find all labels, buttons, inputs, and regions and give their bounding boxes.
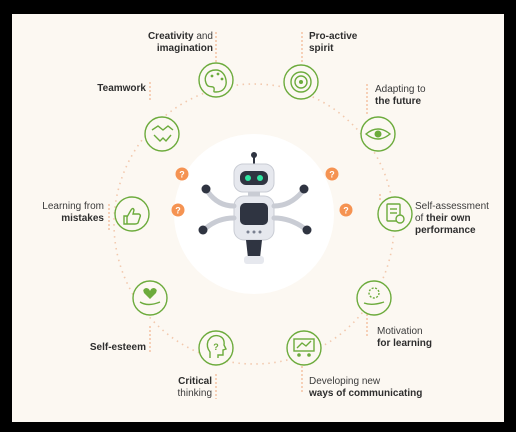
target-icon [283, 64, 319, 100]
svg-text:?: ? [175, 206, 181, 216]
palette-icon [198, 62, 234, 98]
document-check-icon [377, 196, 413, 232]
robot-icon: ? ? ? ? [171, 152, 353, 264]
skill-icons: ? [114, 62, 413, 366]
heart-hand-icon [132, 280, 168, 316]
diagram-canvas: ? ? ? ? [108, 32, 413, 399]
eye-icon [360, 116, 396, 152]
svg-text:?: ? [213, 342, 219, 352]
leader-lines [108, 32, 381, 399]
handshake-icon [144, 116, 180, 152]
robot-eye-right [257, 175, 263, 181]
skills-diagram: ? ? ? ? [12, 14, 504, 422]
label-teamwork: Teamwork [97, 83, 146, 94]
gear-hand-icon [356, 280, 392, 316]
svg-text:?: ? [179, 170, 185, 180]
svg-text:?: ? [343, 206, 349, 216]
label-self-esteem: Self-esteem [89, 342, 146, 353]
question-mark-glyphs: ? ? ? ? [175, 170, 349, 216]
presentation-icon [286, 330, 322, 366]
question-bubbles: ? ? ? ? [171, 167, 353, 217]
svg-text:?: ? [329, 170, 335, 180]
thumbs-up-icon [114, 196, 150, 232]
head-question-icon: ? [198, 330, 234, 366]
robot-eye-left [245, 175, 251, 181]
